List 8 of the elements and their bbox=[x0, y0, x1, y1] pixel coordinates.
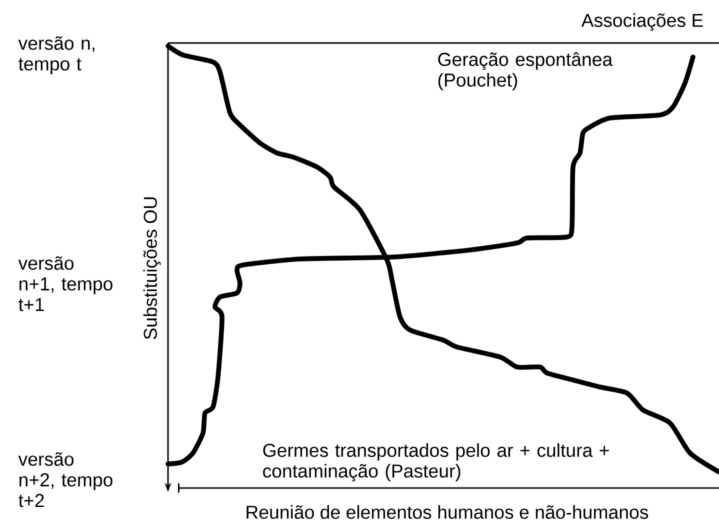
curve-label: Germes transportados pelo ar + cultura + contaminação (Pasteur) bbox=[263, 443, 609, 482]
curve-label: Geração espontânea (Pouchet) bbox=[438, 52, 613, 90]
axis-label: Reunião de elementos humanos e não-humanos bbox=[246, 505, 648, 519]
version-label: versão n+1, tempo t+1 bbox=[18, 256, 112, 312]
axis-label: Substituições OU bbox=[143, 197, 161, 340]
axis-label: Associações E bbox=[581, 13, 703, 31]
version-label: versão n, tempo t bbox=[18, 36, 94, 74]
version-label: versão n+2, tempo t+2 bbox=[18, 452, 112, 508]
